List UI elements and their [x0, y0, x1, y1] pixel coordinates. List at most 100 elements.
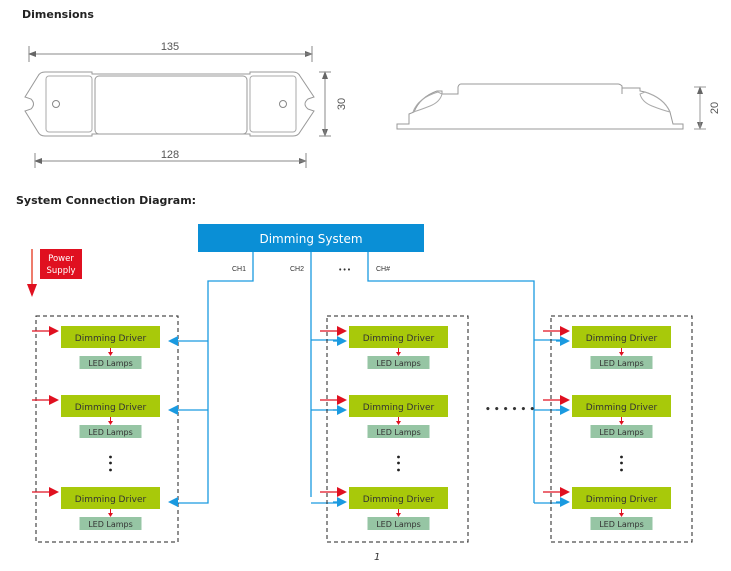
- dim-signal-arrow-icon: [337, 497, 347, 507]
- vertical-ellipsis-dot: [620, 468, 623, 472]
- chn-line: [367, 252, 535, 503]
- dimming-driver-box: [61, 487, 160, 509]
- vertical-ellipsis-dot: [109, 455, 112, 459]
- channel-label-chn: CH#: [376, 266, 390, 273]
- lamp-arrow-icon: [396, 513, 401, 517]
- dim-signal-arrow-icon: [337, 336, 347, 346]
- dim-height: 20: [709, 102, 721, 114]
- power-supply-box: [40, 249, 82, 279]
- led-lamps-box: [79, 517, 142, 530]
- dim-signal-arrow-icon: [168, 497, 178, 507]
- lamp-arrow-icon: [108, 352, 113, 356]
- dimming-driver-label: Dimming Driver: [586, 334, 658, 344]
- led-lamps-box: [590, 425, 653, 438]
- power-input-arrow-icon: [337, 326, 347, 336]
- lamp-arrow-icon: [619, 421, 624, 425]
- power-supply-label-2: Supply: [47, 266, 76, 276]
- dimming-system-box: [198, 224, 424, 252]
- dimming-driver-box: [61, 326, 160, 348]
- dimming-driver-box: [61, 395, 160, 417]
- led-lamps-label: LED Lamps: [376, 428, 421, 437]
- dimming-driver-label: Dimming Driver: [363, 403, 435, 413]
- lamp-arrow-icon: [619, 513, 624, 517]
- led-lamps-box: [79, 356, 142, 369]
- dimming-driver-label: Dimming Driver: [586, 495, 658, 505]
- dim-signal-arrow-icon: [560, 405, 570, 415]
- vertical-ellipsis-dot: [397, 461, 400, 465]
- led-lamps-label: LED Lamps: [599, 359, 644, 368]
- led-lamps-label: LED Lamps: [599, 520, 644, 529]
- vertical-ellipsis-dot: [620, 461, 623, 465]
- device-outline: [24, 71, 315, 137]
- led-lamps-label: LED Lamps: [599, 428, 644, 437]
- vertical-ellipsis-dot: [397, 455, 400, 459]
- driver-group-3: [550, 315, 693, 543]
- dimming-driver-label: Dimming Driver: [586, 403, 658, 413]
- led-lamps-label: LED Lamps: [88, 359, 133, 368]
- led-lamps-label: LED Lamps: [88, 428, 133, 437]
- dimming-driver-box: [349, 395, 448, 417]
- power-input-arrow-icon: [560, 326, 570, 336]
- vertical-ellipsis-dot: [109, 461, 112, 465]
- led-lamps-box: [367, 356, 430, 369]
- led-lamps-label: LED Lamps: [376, 359, 421, 368]
- dimming-driver-label: Dimming Driver: [75, 495, 147, 505]
- dim-signal-arrow-icon: [337, 405, 347, 415]
- channel-label-ch2: CH2: [290, 266, 304, 273]
- ch1-line: [178, 252, 254, 504]
- led-lamps-box: [590, 356, 653, 369]
- led-lamps-box: [367, 425, 430, 438]
- dimming-driver-box: [349, 326, 448, 348]
- dim-signal-arrow-icon: [168, 405, 178, 415]
- led-lamps-label: LED Lamps: [88, 520, 133, 529]
- vertical-ellipsis-dot: [397, 468, 400, 472]
- group-ellipsis: • • • • • •: [485, 405, 535, 415]
- lamp-arrow-icon: [396, 421, 401, 425]
- dimming-driver-box: [349, 487, 448, 509]
- dim-overall-length: 135: [161, 41, 179, 53]
- page-number: 1: [374, 552, 380, 563]
- power-input-arrow-icon: [49, 487, 59, 497]
- channel-lines: [178, 252, 560, 504]
- power-input-arrow-icon: [49, 326, 59, 336]
- led-lamps-box: [367, 517, 430, 530]
- dim-signal-arrow-icon: [168, 336, 178, 346]
- led-lamps-box: [590, 517, 653, 530]
- power-arrow-icon: [27, 284, 37, 297]
- power-input-arrow-icon: [49, 395, 59, 405]
- vertical-ellipsis-dot: [620, 455, 623, 459]
- power-input-arrow-icon: [337, 487, 347, 497]
- dimming-driver-box: [572, 395, 671, 417]
- mount-hole-left: [52, 100, 60, 108]
- driver-group-2: [326, 315, 469, 543]
- dim-mounting-length: 128: [161, 149, 179, 161]
- dimming-driver-box: [572, 487, 671, 509]
- dimming-driver-label: Dimming Driver: [75, 334, 147, 344]
- vertical-ellipsis-dot: [109, 468, 112, 472]
- led-lamps-box: [79, 425, 142, 438]
- dim-signal-arrow-icon: [560, 497, 570, 507]
- dimming-driver-label: Dimming Driver: [363, 495, 435, 505]
- dimming-system-label: Dimming System: [259, 232, 362, 246]
- dimming-driver-label: Dimming Driver: [363, 334, 435, 344]
- dimensions-heading: Dimensions: [22, 8, 94, 21]
- led-lamps-label: LED Lamps: [376, 520, 421, 529]
- side-view-drawing: [396, 83, 706, 130]
- dim-signal-arrow-icon: [560, 336, 570, 346]
- channel-label-ch1: CH1: [232, 266, 246, 273]
- driver-group-1: [35, 315, 179, 543]
- lamp-arrow-icon: [108, 421, 113, 425]
- dimming-driver-box: [572, 326, 671, 348]
- system-connection-heading: System Connection Diagram:: [16, 194, 197, 207]
- power-input-arrow-icon: [337, 395, 347, 405]
- channel-ellipsis: • • •: [339, 267, 351, 274]
- power-input-arrow-icon: [560, 395, 570, 405]
- dim-width: 30: [336, 98, 348, 110]
- power-supply-label-1: Power: [48, 254, 74, 264]
- lamp-arrow-icon: [108, 513, 113, 517]
- power-input-arrow-icon: [560, 487, 570, 497]
- mount-hole-right: [279, 100, 287, 108]
- dimming-driver-label: Dimming Driver: [75, 403, 147, 413]
- lamp-arrow-icon: [396, 352, 401, 356]
